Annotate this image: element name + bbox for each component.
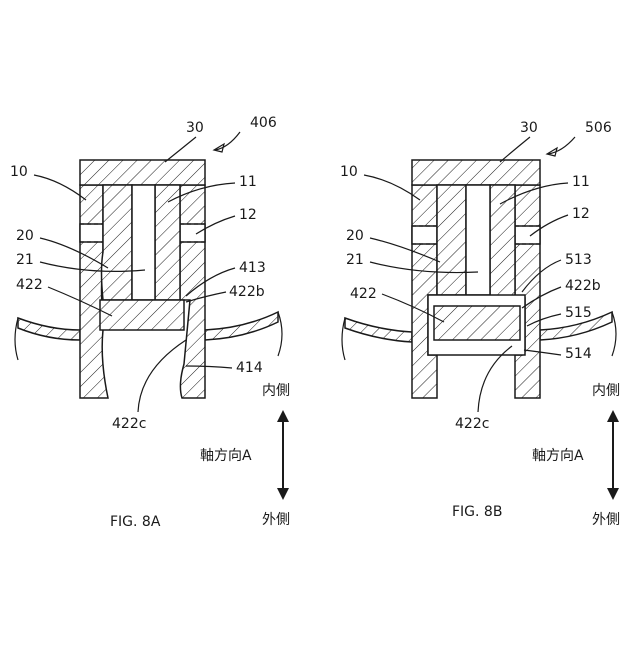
cap-8b xyxy=(412,160,540,185)
label-21-8b: 21 xyxy=(346,252,364,268)
label-10-8b: 10 xyxy=(340,164,358,180)
arrow-up-icon-8b xyxy=(607,410,619,422)
membrane-right-8a xyxy=(205,312,282,356)
seal-left-8b xyxy=(412,226,437,244)
label-506: 506 xyxy=(585,120,612,136)
label-21-8a: 21 xyxy=(16,252,34,268)
label-515: 515 xyxy=(565,305,592,321)
label-20-8a: 20 xyxy=(16,228,34,244)
label-413: 413 xyxy=(239,260,266,276)
label-422b-8a: 422b xyxy=(229,284,265,300)
membrane-left-8a xyxy=(15,318,80,360)
housing-right-wall-8b xyxy=(515,185,540,398)
figure-8b: 30 506 10 11 12 20 21 513 422 422b 515 5… xyxy=(340,120,620,528)
figure-8a: 30 406 10 11 12 20 21 413 422 422b 414 4… xyxy=(10,115,290,530)
label-11-8b: 11 xyxy=(572,174,590,190)
direction-axis-8a: 軸方向A xyxy=(200,448,252,464)
housing-left-wall-8b xyxy=(412,185,437,398)
label-513: 513 xyxy=(565,252,592,268)
direction-outer-8a: 外側 xyxy=(262,512,290,528)
caption-8b: FIG. 8B xyxy=(452,504,502,520)
stem-8a xyxy=(132,185,155,300)
valve-body-8a xyxy=(100,300,184,330)
seal-left-8a xyxy=(80,224,103,242)
direction-inner-8b: 内側 xyxy=(592,383,620,399)
seal-right-8a xyxy=(180,224,205,242)
label-12-8b: 12 xyxy=(572,206,590,222)
label-414: 414 xyxy=(236,360,263,376)
arrow-up-icon-8a xyxy=(277,410,289,422)
label-422b-8b: 422b xyxy=(565,278,601,294)
label-30-8a: 30 xyxy=(186,120,204,136)
direction-axis-8b: 軸方向A xyxy=(532,448,584,464)
seal-right-8b xyxy=(515,226,540,244)
label-422-8a: 422 xyxy=(16,277,43,293)
arrow-down-icon-8b xyxy=(607,488,619,500)
stem-8b xyxy=(466,185,490,295)
label-422c-8b: 422c xyxy=(455,416,489,432)
label-406: 406 xyxy=(250,115,277,131)
caption-8a: FIG. 8A xyxy=(110,514,161,530)
direction-outer-8b: 外側 xyxy=(592,512,620,528)
label-11-8a: 11 xyxy=(239,174,257,190)
funnel-8b xyxy=(437,185,466,295)
cap-8a xyxy=(80,160,205,185)
label-10-8a: 10 xyxy=(10,164,28,180)
label-30-8b: 30 xyxy=(520,120,538,136)
direction-inner-8a: 内側 xyxy=(262,383,290,399)
label-514: 514 xyxy=(565,346,592,362)
label-422-8b: 422 xyxy=(350,286,377,302)
valve-body-8b xyxy=(434,306,520,340)
label-12-8a: 12 xyxy=(239,207,257,223)
membrane-left-8b xyxy=(342,318,412,360)
funnel-8a xyxy=(102,185,133,300)
arrow-down-icon-8a xyxy=(277,488,289,500)
label-422c-8a: 422c xyxy=(112,416,146,432)
label-20-8b: 20 xyxy=(346,228,364,244)
